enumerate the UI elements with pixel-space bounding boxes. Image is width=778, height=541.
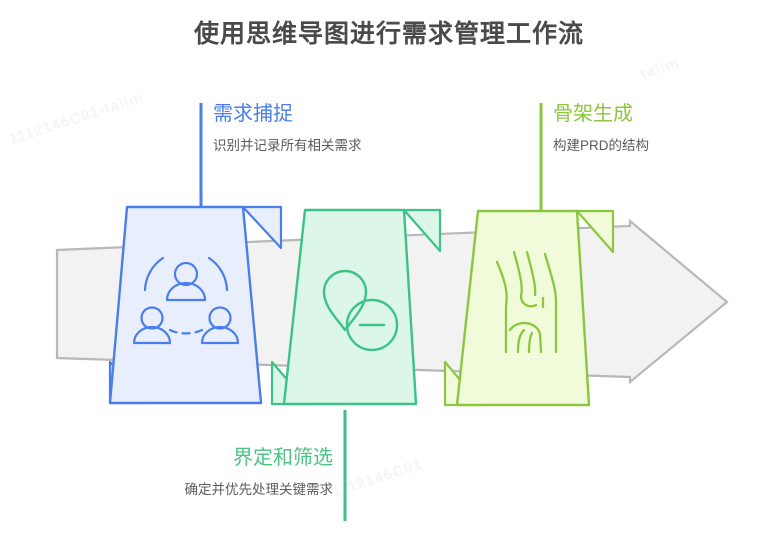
callout-capture-title: 需求捕捉 xyxy=(213,103,293,125)
location-pin-minus-icon xyxy=(322,269,399,352)
callout-capture-description: 识别并记录所有相关需求 xyxy=(213,138,362,153)
callout-skeleton-description: 构建PRD的结构 xyxy=(553,138,650,153)
callout-filter-title: 界定和筛选 xyxy=(233,447,333,469)
callout-filter[interactable]: 界定和筛选 确定并优先处理关键需求 xyxy=(75,445,334,499)
step-card-filter[interactable] xyxy=(270,208,442,406)
callout-skeleton[interactable]: 骨架生成 构建PRD的结构 xyxy=(553,101,649,155)
step-card-skeleton[interactable] xyxy=(443,209,615,407)
people-network-icon xyxy=(132,256,240,345)
page-title: 使用思维导图进行需求管理工作流 xyxy=(193,20,584,48)
callout-capture[interactable]: 需求捕捉 识别并记录所有相关需求 xyxy=(213,101,362,155)
bone-joint-icon xyxy=(495,250,558,354)
callout-filter-description: 确定并优先处理关键需求 xyxy=(184,482,334,497)
step-card-capture[interactable] xyxy=(108,205,283,405)
callout-skeleton-title: 骨架生成 xyxy=(553,103,633,125)
